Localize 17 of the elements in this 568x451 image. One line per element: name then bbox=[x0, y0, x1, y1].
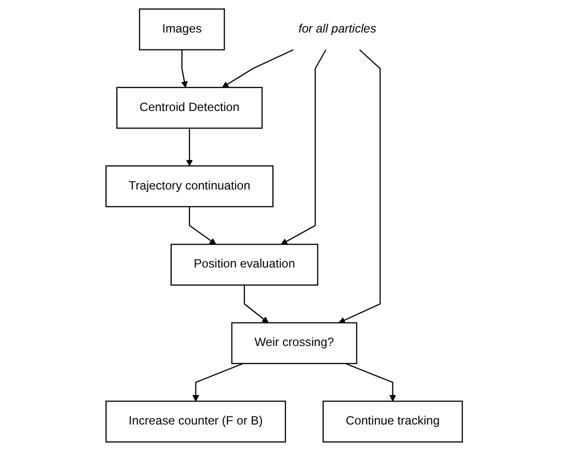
node-box: Images bbox=[138, 8, 225, 50]
node-box: Centroid Detection bbox=[116, 86, 262, 129]
arrow bbox=[192, 362, 244, 402]
arrow bbox=[345, 362, 396, 402]
arrow bbox=[188, 206, 216, 245]
node-box: Increase counter (F or B) bbox=[105, 400, 286, 443]
node-box: Continue tracking bbox=[322, 400, 463, 443]
arrow bbox=[186, 128, 193, 166]
arrow bbox=[338, 49, 381, 324]
arrow bbox=[280, 49, 326, 245]
arrow bbox=[222, 49, 294, 88]
arrow bbox=[244, 285, 268, 324]
node-text: for all particles bbox=[298, 22, 376, 36]
node-box: Position evaluation bbox=[170, 244, 318, 286]
node-box: Weir crossing? bbox=[231, 322, 358, 364]
arrow bbox=[180, 50, 188, 88]
node-box: Trajectory continuation bbox=[105, 165, 274, 208]
